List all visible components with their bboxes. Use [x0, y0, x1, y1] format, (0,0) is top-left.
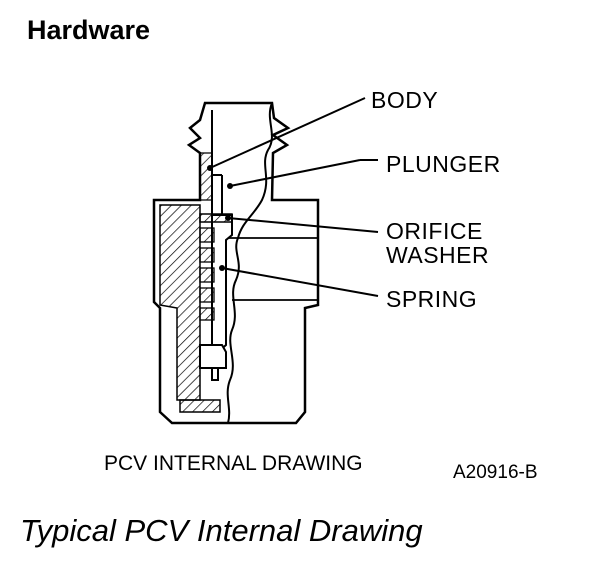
- drawing-label: PCV INTERNAL DRAWING: [104, 452, 363, 475]
- callout-spring: SPRING: [386, 286, 478, 312]
- body-wall-section: [159, 204, 201, 401]
- callout-washer: WASHER: [386, 242, 490, 268]
- callout-body: BODY: [371, 87, 439, 113]
- plunger-head: [199, 344, 227, 369]
- body-leader: [209, 97, 366, 169]
- figure-caption: Typical PCV Internal Drawing: [20, 513, 423, 548]
- callout-plunger: PLUNGER: [386, 151, 501, 177]
- cutaway-break-line: [226, 102, 273, 424]
- section-heading: Hardware: [27, 15, 151, 45]
- spring: [199, 227, 215, 321]
- spring-leader: [221, 267, 379, 297]
- nipple-wall-section: [199, 152, 213, 201]
- figure-code: A20916-B: [453, 462, 538, 483]
- callout-orifice: ORIFICE: [386, 218, 483, 244]
- orifice-leader: [227, 217, 379, 233]
- retaining-ring: [179, 399, 221, 413]
